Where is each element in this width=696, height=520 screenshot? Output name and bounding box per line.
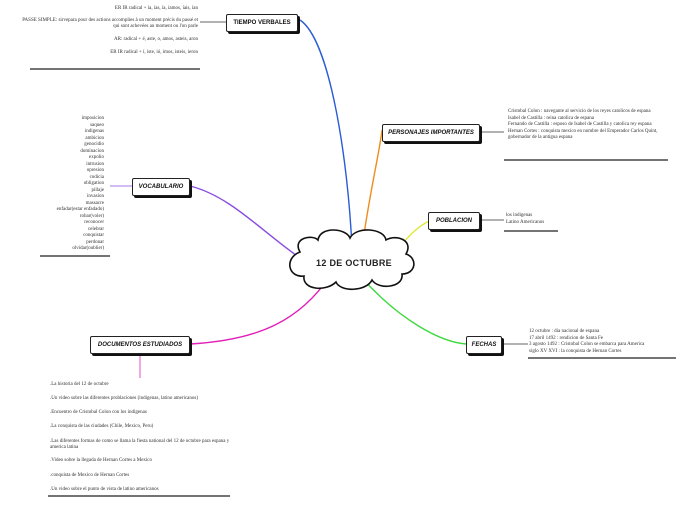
tiempo-line-3: AR: radical + é, aste, o, amos, asteis, …	[113, 36, 198, 42]
vocab-word: expolio	[89, 155, 104, 160]
vocab-word: indigenas	[84, 129, 104, 134]
node-vocabulario[interactable]: VOCABULARIO	[132, 178, 190, 196]
personajes-line-2: Isabel de Castilla : reina catolica de e…	[508, 115, 594, 121]
vocab-word: robar(voler)	[79, 213, 104, 219]
vocab-word: olvidar(oublier)	[72, 246, 104, 251]
vocab-word: enfadar(estar enfadado)	[56, 207, 104, 212]
center-cloud	[289, 229, 415, 291]
vocab-word: intrusion	[86, 161, 104, 167]
poblacion-line-1: los indigenas	[506, 213, 533, 218]
fechas-line-1: 12 octubre : dia nacional de espana	[529, 329, 600, 334]
fechas-line-4: siglo XV XVI : la conquista de Hernan Co…	[529, 348, 622, 354]
node-fechas[interactable]: FECHAS	[466, 336, 502, 354]
fechas-text: 12 octubre : dia nacional de espana 17 a…	[529, 329, 679, 355]
node-tiempo-verbales[interactable]: TIEMPO VERBALES	[226, 14, 298, 32]
branch-fechas	[361, 277, 467, 345]
documento-item: .La historia del 12 de octubre	[50, 382, 109, 387]
personajes-line-1: Cristobal Colon : navegante al servicio …	[508, 109, 651, 114]
vocab-word: obligation	[83, 181, 104, 186]
tiempo-line-1: ER IR radical + ía, ías, ía, íamos, íais…	[114, 6, 198, 11]
documento-item: .conquista de Mexico de Hernan Cortes	[50, 472, 130, 478]
vocab-word: reconocer	[84, 220, 104, 225]
node-personajes-importantes[interactable]: PERSONAJES IMPORTANTES	[382, 124, 480, 142]
documento-item: .Video sobre la llegada de Hernan Cortes…	[50, 458, 153, 464]
fechas-line-3: 3 agosto 1492 : Cristobal Colon se embar…	[529, 342, 645, 348]
branch-documentos	[189, 275, 331, 345]
tiempo-line-4: ER IR radical + í, iste, ió, imos, istei…	[110, 50, 198, 56]
vocab-word: conquistar	[83, 233, 104, 238]
personajes-text: Cristobal Colon : navegante al servicio …	[508, 109, 674, 142]
personajes-line-3: Fernando de Castilla : esposo de Isabel …	[508, 122, 652, 128]
documento-item: .Encuentro de Cristobal Colon con los in…	[50, 409, 147, 415]
tiempo-line-2: PASSE SIMPLE: sirvepara pour des actions…	[22, 17, 198, 30]
poblacion-text: los indigenas Latino Americanos	[506, 213, 566, 226]
vocab-word: imposicion	[81, 116, 104, 121]
vocab-word: ambicion	[85, 135, 104, 141]
vocab-word: saqueo	[90, 122, 104, 128]
documentos-text: .La historia del 12 de octubre .Un video…	[50, 382, 230, 494]
documento-item: .Las diferentes formas de como se llama …	[50, 438, 230, 451]
documento-item: .Un video sobre las diferentes problacio…	[50, 396, 199, 402]
node-documentos-estudiados[interactable]: DOCUMENTOS ESTUDIADOS	[90, 336, 190, 354]
vocab-word: opresion	[86, 168, 104, 173]
vocab-word: pillaje	[91, 187, 105, 193]
branch-vocabulario	[189, 185, 301, 259]
personajes-line-4: Hernan Cortes : conquista mexico en nomb…	[508, 128, 658, 141]
fechas-line-2: 17 abril 1492 : rendicion de Santa Fe	[529, 335, 604, 341]
vocabulario-text: imposicion saqueo indigenas ambicion gen…	[20, 116, 104, 253]
vocab-word: massacre	[85, 200, 104, 206]
vocab-word: perdonar	[86, 239, 104, 245]
branch-tiempo-verbales	[299, 19, 353, 249]
poblacion-line-2: Latino Americanos	[506, 219, 545, 225]
tiempo-verbales-text: ER IR radical + ía, ías, ía, íamos, íais…	[20, 6, 198, 57]
vocab-word: genocidio	[84, 142, 104, 147]
vocab-word: celebrar	[87, 226, 104, 232]
vocab-word: codicia	[89, 174, 104, 180]
documento-item: .Un video sobre el punto de vista de lat…	[50, 487, 159, 493]
documento-item: .La conquista de las ciudades (Chile, Me…	[50, 424, 154, 430]
vocab-word: invasion	[87, 194, 104, 199]
center-title[interactable]: 12 DE OCTUBRE	[316, 258, 392, 268]
vocab-word: dominacion	[80, 148, 104, 154]
node-poblacion[interactable]: POBLACION	[428, 212, 480, 230]
